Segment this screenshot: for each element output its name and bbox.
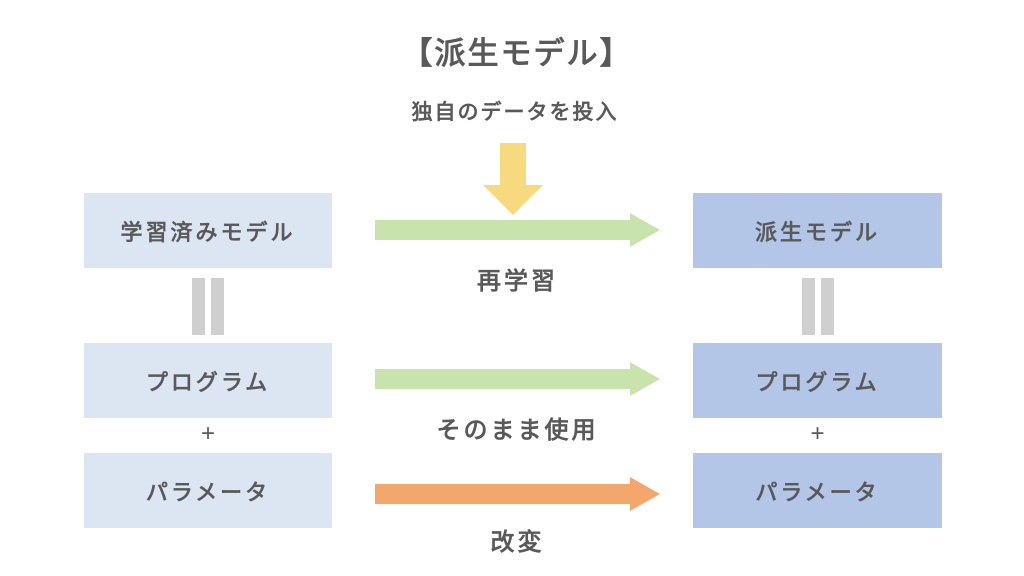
equals-bar-icon [801, 278, 815, 335]
box-parameter-right: パラメータ [693, 453, 942, 528]
down-arrow-head-icon [483, 185, 543, 215]
reuse-arrow-icon [375, 369, 632, 389]
equals-bar-icon [211, 278, 224, 335]
modify-arrow-head-icon [630, 477, 660, 511]
box-parameter-left: パラメータ [84, 453, 332, 528]
plus-sign-right: + [810, 420, 825, 447]
reuse-arrow-head-icon [630, 362, 660, 396]
retrain-label: 再学習 [477, 268, 558, 295]
retrain-arrow-head-icon [630, 213, 660, 247]
down-arrow-icon [500, 143, 526, 185]
modify-label: 改変 [490, 529, 545, 556]
retrain-arrow-icon [375, 220, 632, 240]
program-right-label: プログラム [755, 369, 880, 395]
box-trained-model: 学習済みモデル [84, 193, 332, 268]
trained-model-label: 学習済みモデル [120, 219, 296, 245]
modify-arrow-icon [375, 484, 632, 504]
derived-model-label: 派生モデル [754, 219, 880, 245]
equals-icon-right [693, 278, 942, 335]
plus-sign-left: + [200, 420, 215, 447]
box-program-right: プログラム [693, 343, 942, 418]
equals-icon-left [84, 278, 332, 335]
page-title: 【派生モデル】 [401, 36, 633, 71]
box-derived-model: 派生モデル [693, 193, 942, 268]
box-program-left: プログラム [84, 343, 332, 418]
parameter-left-label: パラメータ [145, 479, 271, 505]
equals-bar-icon [192, 278, 205, 335]
reuse-label: そのまま使用 [436, 417, 599, 444]
parameter-right-label: パラメータ [755, 479, 880, 505]
data-input-caption: 独自のデータを投入 [411, 101, 619, 124]
program-left-label: プログラム [145, 369, 271, 395]
equals-bar-icon [820, 278, 834, 335]
